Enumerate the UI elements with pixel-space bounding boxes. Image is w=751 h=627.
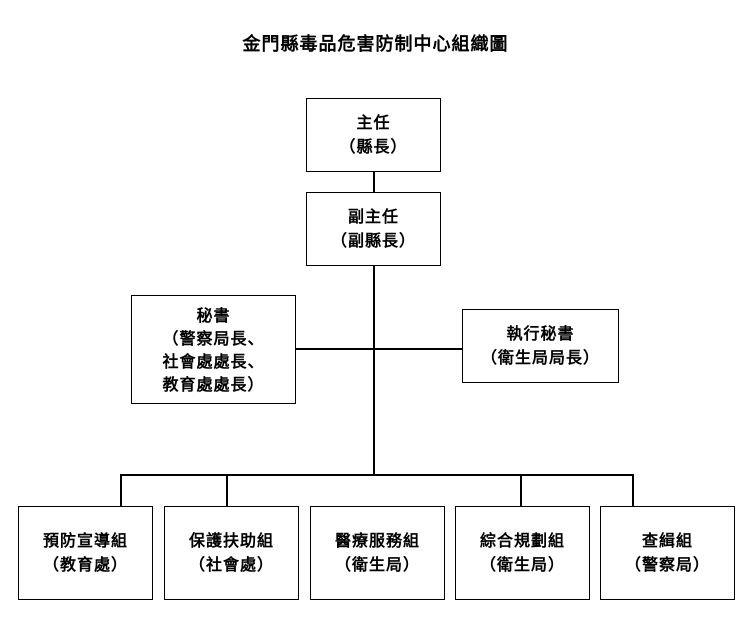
secretary-line-1: （警察局長、	[162, 328, 265, 348]
chart-title: 金門縣毒品危害防制中心組織圖	[242, 34, 509, 55]
secretary-title: 秘書	[196, 305, 231, 325]
director-box: 主任 （縣長）	[306, 98, 441, 172]
connector-director-deputy	[373, 172, 375, 192]
connector-group-1	[120, 474, 122, 506]
secretary-box: 秘書 （警察局長、 社會處處長、 教育處處長）	[131, 295, 296, 404]
group-title: 預防宣導組	[42, 531, 128, 550]
connector-main-vertical	[373, 266, 375, 474]
group-subtitle: （教育處）	[42, 555, 128, 574]
secretary-line-3: 教育處處長）	[162, 374, 265, 394]
executive-secretary-box: 執行秘書 （衛生局局長）	[462, 309, 619, 383]
connector-group-2	[226, 474, 228, 506]
group-subtitle: （衛生局）	[479, 555, 565, 574]
group-subtitle: （社會處）	[188, 555, 274, 574]
group-box-medical: 醫療服務組 （衛生局）	[310, 506, 445, 600]
group-subtitle: （衛生局）	[334, 555, 420, 574]
connector-groups-horizontal	[120, 474, 632, 476]
director-subtitle: （縣長）	[339, 137, 408, 156]
executive-secretary-title: 執行秘書	[506, 324, 575, 343]
group-title: 保護扶助組	[188, 531, 274, 550]
executive-secretary-subtitle: （衛生局局長）	[480, 348, 600, 367]
secretary-line-2: 社會處處長、	[162, 351, 265, 371]
group-title: 綜合規劃組	[479, 531, 565, 550]
connector-group-4	[520, 474, 522, 506]
group-box-investigation: 查緝組 （警察局）	[600, 506, 735, 600]
group-subtitle: （警察局）	[624, 555, 710, 574]
deputy-title: 副主任	[347, 207, 399, 226]
group-box-planning: 綜合規劃組 （衛生局）	[455, 506, 590, 600]
connector-group-5	[632, 474, 634, 506]
deputy-box: 副主任 （副縣長）	[306, 192, 441, 266]
group-box-protection: 保護扶助組 （社會處）	[164, 506, 299, 600]
director-title: 主任	[356, 113, 391, 132]
group-box-prevention: 預防宣導組 （教育處）	[18, 506, 153, 600]
connector-staff-horizontal	[296, 348, 462, 350]
deputy-subtitle: （副縣長）	[330, 231, 416, 250]
group-title: 查緝組	[641, 531, 693, 550]
group-title: 醫療服務組	[334, 531, 420, 550]
